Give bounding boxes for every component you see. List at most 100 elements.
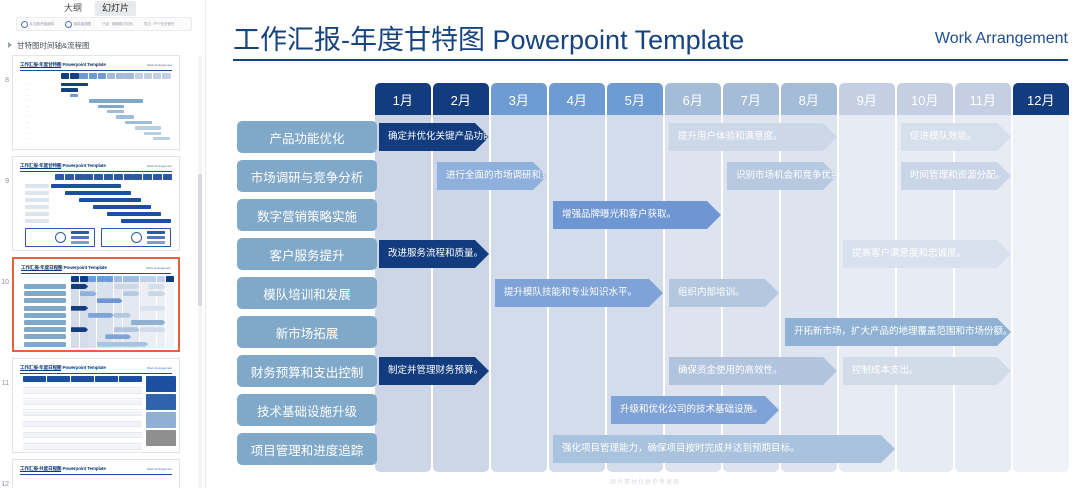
mini-toolbar: 从当前开始放映 演讲者视图 只读 · 编辑模式切换 导出 · PPT安全备份 [16,17,192,31]
circle-icon [21,20,28,28]
thumb-month-cell [70,73,79,79]
thumb-month-cell [153,174,162,180]
thumb-month-cell [84,174,94,180]
gantt-bar-label: 增强品牌曝光和客户获取。 [562,209,677,221]
thumb-row-label [25,205,49,209]
gantt-bar-9: 提高客户满意度和忠诚度。 [843,240,1011,268]
sidebar-scrollbar-thumb[interactable] [198,174,202,306]
thumb-row-label [25,191,49,195]
month-header-1: 1月 [375,83,431,115]
thumb-column-stripe [131,282,140,348]
thumb-month-cell [88,276,97,282]
thumb-legend-pill [147,241,165,245]
slide-canvas[interactable]: 工作汇报-年度甘特图 Powerpoint Template Work Arra… [210,0,1080,488]
thumb-gantt-bar [71,284,88,289]
thumb-table-header [119,376,142,382]
thumb-table-header [47,376,70,382]
thumb-task-label: ····· [25,131,29,135]
thumb-month-cell [125,73,134,79]
thumb-month-cell [143,73,153,79]
mini-toolbar-label: 只读 · 编辑模式切换 [101,21,133,26]
thumb-table-row [23,394,142,400]
thumb-gantt-bar [71,306,88,311]
gantt-bar-label: 强化项目管理能力，确保项目按时完成并达到预期目标。 [562,443,800,455]
gantt-bar-label: 组织内部培训。 [678,287,745,299]
thumbnail-title-underline [20,473,172,475]
thumb-gantt-bar [70,93,79,98]
mini-toolbar-item-2[interactable]: 只读 · 编辑模式切换 [102,22,133,27]
thumb-task-label: ····· [25,126,29,130]
gantt-bar-8: 改进服务流程和质量。 [379,240,489,268]
thumb-gantt-bar [148,284,165,289]
month-header-2: 2月 [433,83,489,115]
thumbnail-title-underline [20,170,172,172]
panel-divider [205,0,206,488]
thumb-column-stripe [139,282,148,348]
gantt-bar-15: 控制成本支出。 [843,357,1011,385]
mini-toolbar-item-3[interactable]: 导出 · PPT安全备份 [144,22,175,27]
thumb-month-cell [97,73,107,79]
thumb-task-label: ····· [25,137,29,140]
task-label-9: 项目管理和进度追踪 [237,433,377,465]
task-label-2: 市场调研与竞争分析 [237,160,377,192]
triangle-right-icon[interactable] [8,42,12,48]
thumbnail-subtitle: Work Arrangement [147,467,172,471]
sidebar-scrollbar[interactable] [198,56,202,488]
month-header-5: 5月 [607,83,663,115]
thumb-month-cell [131,276,140,282]
month-header-3: 3月 [491,83,547,115]
task-label-7: 财务预算和支出控制 [237,355,377,387]
gantt-bar-label: 提高客户满意度和忠诚度。 [852,248,967,260]
thumb-table-header [71,376,94,382]
thumb-column-stripe [71,282,79,348]
thumb-month-cell [134,73,143,79]
task-label-5: 模队培训和发展 [237,277,377,309]
panel-tab-outline[interactable]: 大纲 [64,2,83,13]
task-label-6: 新市场拓展 [237,316,377,348]
thumb-table-row [23,388,142,394]
thumb-gantt-bar [88,313,114,318]
thumb-month-cell [153,73,162,79]
thumb-info-card [146,394,176,410]
thumb-gantt-bar [114,284,140,289]
gantt-bar-4: 进行全面的市场调研和竞争分析。 [437,162,547,190]
gantt-bar-label: 确定并优化关键产品功能。 [388,131,503,143]
gantt-bar-label: 确保资金使用的高效性。 [678,365,783,377]
mini-toolbar-item-0[interactable]: 从当前开始放映 [21,20,54,28]
thumb-month-cell [157,276,165,282]
thumbnail-subtitle: Work Arrangement [147,63,172,67]
thumb-gantt-bar [97,342,149,347]
thumb-task-label [24,334,66,340]
thumbnail-number: 11 [1,380,9,387]
thumb-progress-bar [51,184,121,188]
thumb-month-cell [79,276,88,282]
thumb-task-label [24,305,66,311]
thumbnail-title: 工作汇报-年度日程图 Powerpoint Template [21,265,107,271]
outline-section-row[interactable]: 甘特图时间轴&流程图 [0,37,210,53]
thumb-task-label [24,327,66,333]
thumb-info-card [146,430,176,446]
mini-toolbar-item-1[interactable]: 演讲者视图 [64,20,91,28]
thumb-table-header [95,376,118,382]
gantt-bar-7: 增强品牌曝光和客户获取。 [553,201,721,229]
panel-tab-slides[interactable]: 幻灯片 [95,0,137,16]
thumb-progress-bar [93,205,151,209]
thumb-month-cell [133,174,143,180]
thumb-row-label [25,198,49,202]
thumb-table-row [23,439,142,444]
thumb-month-cell [139,276,148,282]
thumb-legend-pill [71,231,89,235]
thumb-gantt-bar [140,306,166,311]
month-column-stripe-1 [375,115,431,472]
